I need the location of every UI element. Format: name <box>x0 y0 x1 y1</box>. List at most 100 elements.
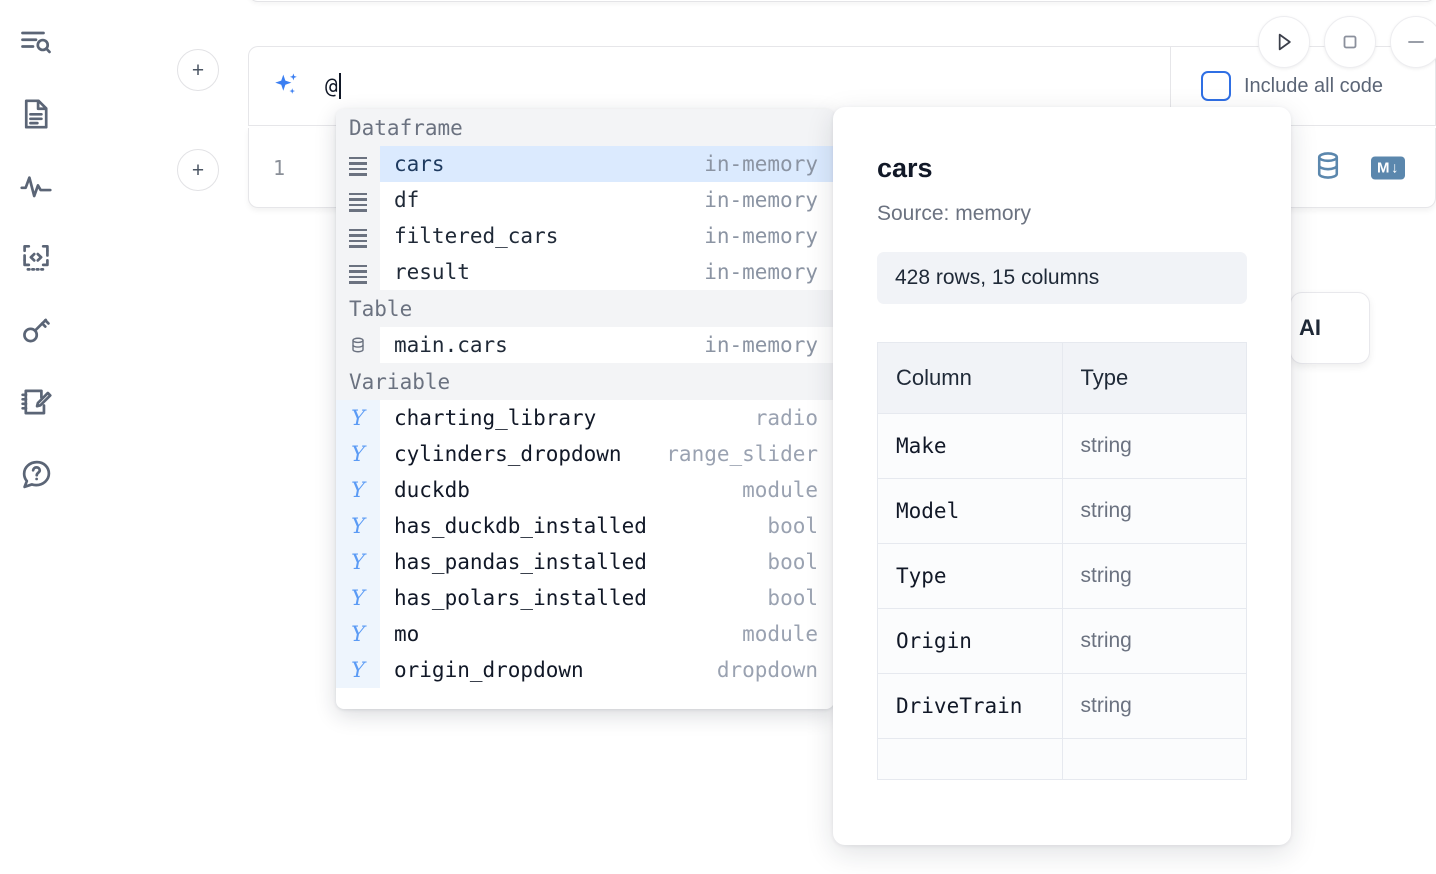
schema-column-name: Origin <box>877 608 1063 674</box>
text-caret <box>338 73 341 99</box>
autocomplete-section-header: Variable <box>336 363 834 400</box>
autocomplete-item-kind: in-memory <box>704 188 818 212</box>
include-all-code-row: Include all code <box>1171 47 1435 125</box>
autocomplete-item-name: has_duckdb_installed <box>394 514 647 538</box>
activity-pulse-icon[interactable] <box>12 162 60 210</box>
add-cell-button-bottom[interactable]: + <box>177 149 219 191</box>
document-icon[interactable] <box>12 90 60 138</box>
variable-icon: Υ <box>351 658 365 682</box>
schema-column-type: string <box>1061 608 1247 674</box>
include-all-code-checkbox[interactable] <box>1201 71 1231 101</box>
ai-prompt-value: @ <box>325 74 338 98</box>
autocomplete-item-name: has_polars_installed <box>394 586 647 610</box>
dataframe-rows-icon <box>349 192 367 212</box>
autocomplete-item-kind: bool <box>767 550 818 574</box>
variable-icon: Υ <box>336 400 380 436</box>
table-row-clipped <box>877 738 1247 780</box>
include-all-code-label: Include all code <box>1244 74 1383 97</box>
autocomplete-section-header: Dataframe <box>336 109 834 146</box>
table-header-row: Column Type <box>877 342 1247 414</box>
dataframe-rows-icon <box>349 156 367 176</box>
add-cell-button-top[interactable]: + <box>177 49 219 91</box>
run-button[interactable] <box>1258 16 1310 68</box>
autocomplete-item-kind: bool <box>767 586 818 610</box>
detail-title: cars <box>877 153 933 183</box>
autocomplete-item-kind: bool <box>767 514 818 538</box>
dataframe-rows-icon <box>336 218 380 254</box>
autocomplete-item-body: has_polars_installed bool <box>380 580 834 616</box>
cell-tools: M ↓ <box>1311 148 1405 187</box>
variable-icon: Υ <box>336 436 380 472</box>
autocomplete-item-name: mo <box>394 622 420 646</box>
header-type: Type <box>1061 342 1247 414</box>
variable-icon: Υ <box>336 652 380 688</box>
autocomplete-item-name: cars <box>394 152 445 176</box>
outline-search-icon[interactable] <box>12 18 60 66</box>
ai-prompt-area[interactable]: @ <box>249 47 1171 125</box>
schema-column-name: Model <box>877 478 1063 544</box>
markdown-toggle-icon[interactable]: M ↓ <box>1371 156 1405 179</box>
variable-icon: Υ <box>351 550 365 574</box>
cell-run-controls <box>1258 16 1436 68</box>
help-chat-icon[interactable] <box>12 450 60 498</box>
detail-source: Source: memory <box>877 202 1032 225</box>
database-table-icon <box>352 337 364 353</box>
sparkle-ai-icon <box>269 69 303 103</box>
variable-icon: Υ <box>336 544 380 580</box>
code-snippet-icon[interactable] <box>12 234 60 282</box>
dataframe-rows-icon <box>349 264 367 284</box>
autocomplete-item-body: has_duckdb_installed bool <box>380 508 834 544</box>
variable-icon: Υ <box>351 442 365 466</box>
generate-with-ai-button[interactable]: AI <box>1290 292 1370 364</box>
variable-icon: Υ <box>351 622 365 646</box>
autocomplete-item-name: result <box>394 260 470 284</box>
schema-column-type: string <box>1061 673 1247 739</box>
more-actions-button[interactable] <box>1390 16 1436 68</box>
line-number: 1 <box>272 155 286 180</box>
scratchpad-edit-icon[interactable] <box>12 378 60 426</box>
variable-icon: Υ <box>351 406 365 430</box>
variable-icon: Υ <box>351 478 365 502</box>
ai-prompt-input[interactable]: @ <box>325 47 1170 125</box>
stop-button[interactable] <box>1324 16 1376 68</box>
variable-icon: Υ <box>336 508 380 544</box>
dataframe-rows-icon <box>336 182 380 218</box>
header-column: Column <box>877 342 1063 414</box>
autocomplete-item-kind: in-memory <box>704 224 818 248</box>
schema-column-type: string <box>1061 413 1247 479</box>
database-icon[interactable] <box>1311 148 1345 187</box>
dataframe-rows-icon <box>336 254 380 290</box>
variable-icon: Υ <box>351 586 365 610</box>
generate-with-ai-label: AI <box>1299 315 1321 340</box>
key-icon[interactable] <box>12 306 60 354</box>
dataframe-rows-icon <box>349 228 367 248</box>
variable-icon: Υ <box>336 580 380 616</box>
